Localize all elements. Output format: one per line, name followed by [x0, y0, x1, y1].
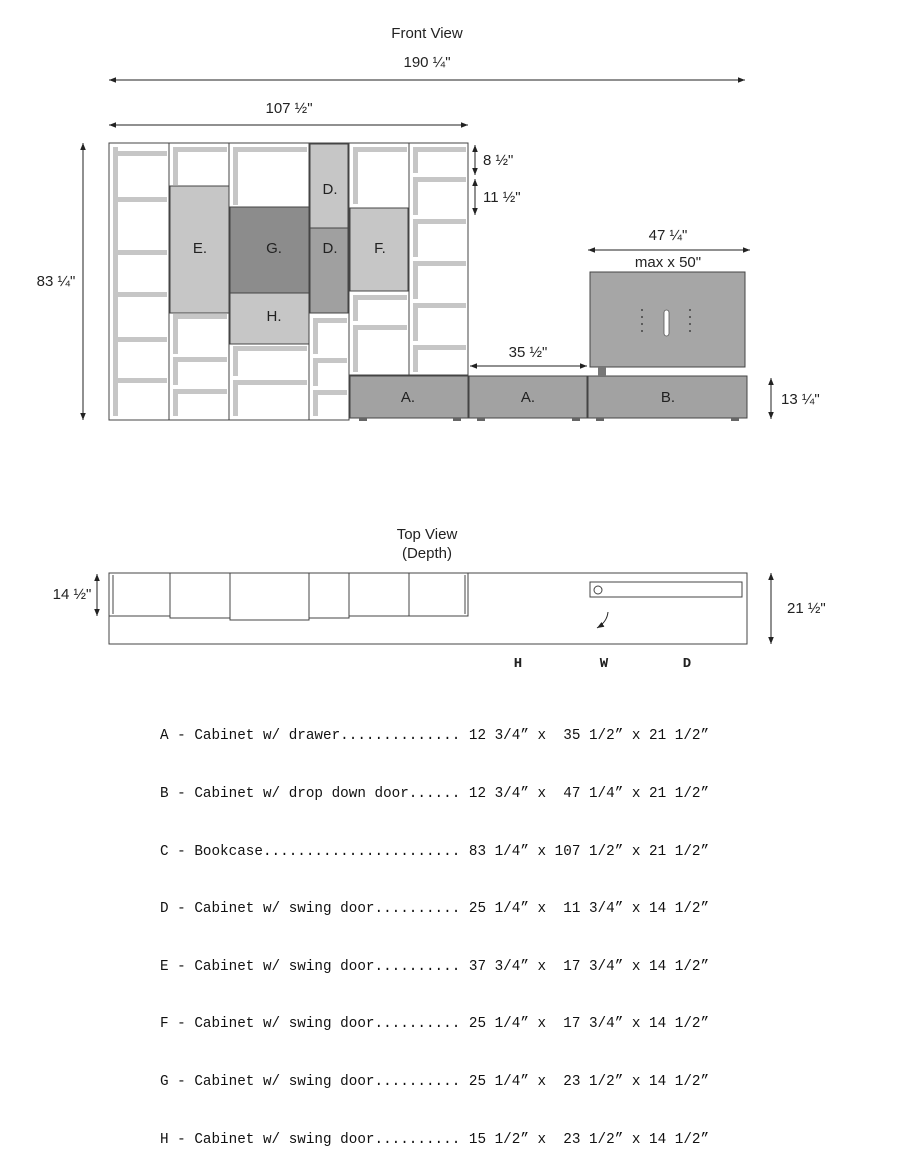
cabinet-a-2: [468, 375, 588, 419]
cabinet-d-bottom: [309, 227, 349, 314]
cabinet-d-top-label: D.: [323, 181, 338, 198]
tv-max-label: max x 50": [635, 254, 701, 271]
cabinet-a-width-label: 35 ½": [509, 344, 548, 361]
cabinet-b: [587, 375, 748, 419]
cabinet-f: [349, 207, 409, 292]
cabinet-f-label: F.: [374, 240, 386, 257]
bookcase-column-5: [348, 142, 410, 376]
top-view-plan: [108, 572, 748, 645]
cabinet-g: [229, 206, 310, 294]
legend-row-b: B - Cabinet w/ drop down door...... 12 3…: [160, 786, 710, 802]
cabinet-d-bottom-label: D.: [323, 240, 338, 257]
rotate-arrow-icon: [596, 611, 609, 629]
overall-width-label: 190 ¼": [403, 54, 450, 71]
cabinet-a-1-label: A.: [401, 389, 415, 406]
cabinet-h: [229, 292, 310, 345]
cabinet-a-1: [349, 375, 469, 419]
legend-row-e: E - Cabinet w/ swing door.......... 37 3…: [160, 958, 710, 975]
legend-header-h: H: [514, 656, 522, 672]
legend-row-h: H - Cabinet w/ swing door.......... 15 1…: [160, 1131, 710, 1148]
legend-row-c: C - Bookcase....................... 83 1…: [160, 843, 710, 860]
legend-row-f: F - Cabinet w/ swing door.......... 25 1…: [160, 1016, 710, 1033]
bookcase-column-6: [408, 142, 469, 376]
cabinet-h-label: H.: [267, 308, 282, 325]
top-view-title: Top View: [397, 526, 458, 543]
low-depth-label: 21 ½": [787, 600, 826, 617]
height-label: 83 ¼": [37, 273, 76, 290]
dimension-legend: A - Cabinet w/ drawer.............. 12 3…: [160, 689, 709, 1169]
cabinet-e: [169, 185, 230, 314]
low-cabinet-row: [349, 375, 748, 421]
bookcase-width-label: 107 ½": [265, 100, 312, 117]
cabinet-a-2-label: A.: [521, 389, 535, 406]
cabinet-d-top: [309, 143, 349, 229]
second-shelf-label: 11 ½": [483, 189, 521, 206]
legend-row-d: D - Cabinet w/ swing door.......... 25 1…: [160, 901, 710, 918]
low-cabinet-height-label: 13 ¼": [781, 391, 820, 408]
cabinet-e-label: E.: [193, 240, 207, 257]
cabinet-g-label: G.: [266, 240, 282, 257]
tv-width-label: 47 ¼": [649, 227, 688, 244]
cabinet-depth-label: 14 ½": [53, 586, 92, 603]
tv: [589, 271, 746, 376]
legend-row-g: G - Cabinet w/ swing door.......... 25 1…: [160, 1073, 710, 1090]
top-shelf-label: 8 ½": [483, 152, 513, 169]
legend-header-w: W: [600, 656, 609, 672]
front-view-title: Front View: [391, 25, 463, 42]
legend-header-d: D: [683, 656, 691, 672]
top-view-subtitle: (Depth): [402, 545, 452, 562]
bookcase-column-1: [108, 142, 170, 421]
legend-row-a: A - Cabinet w/ drawer.............. 12 3…: [160, 728, 710, 745]
furniture-diagram: Front View 190 ¼" 107 ½" 83 ¼" 8 ½" 11 ½…: [37, 25, 826, 672]
cabinet-b-label: B.: [661, 389, 675, 406]
